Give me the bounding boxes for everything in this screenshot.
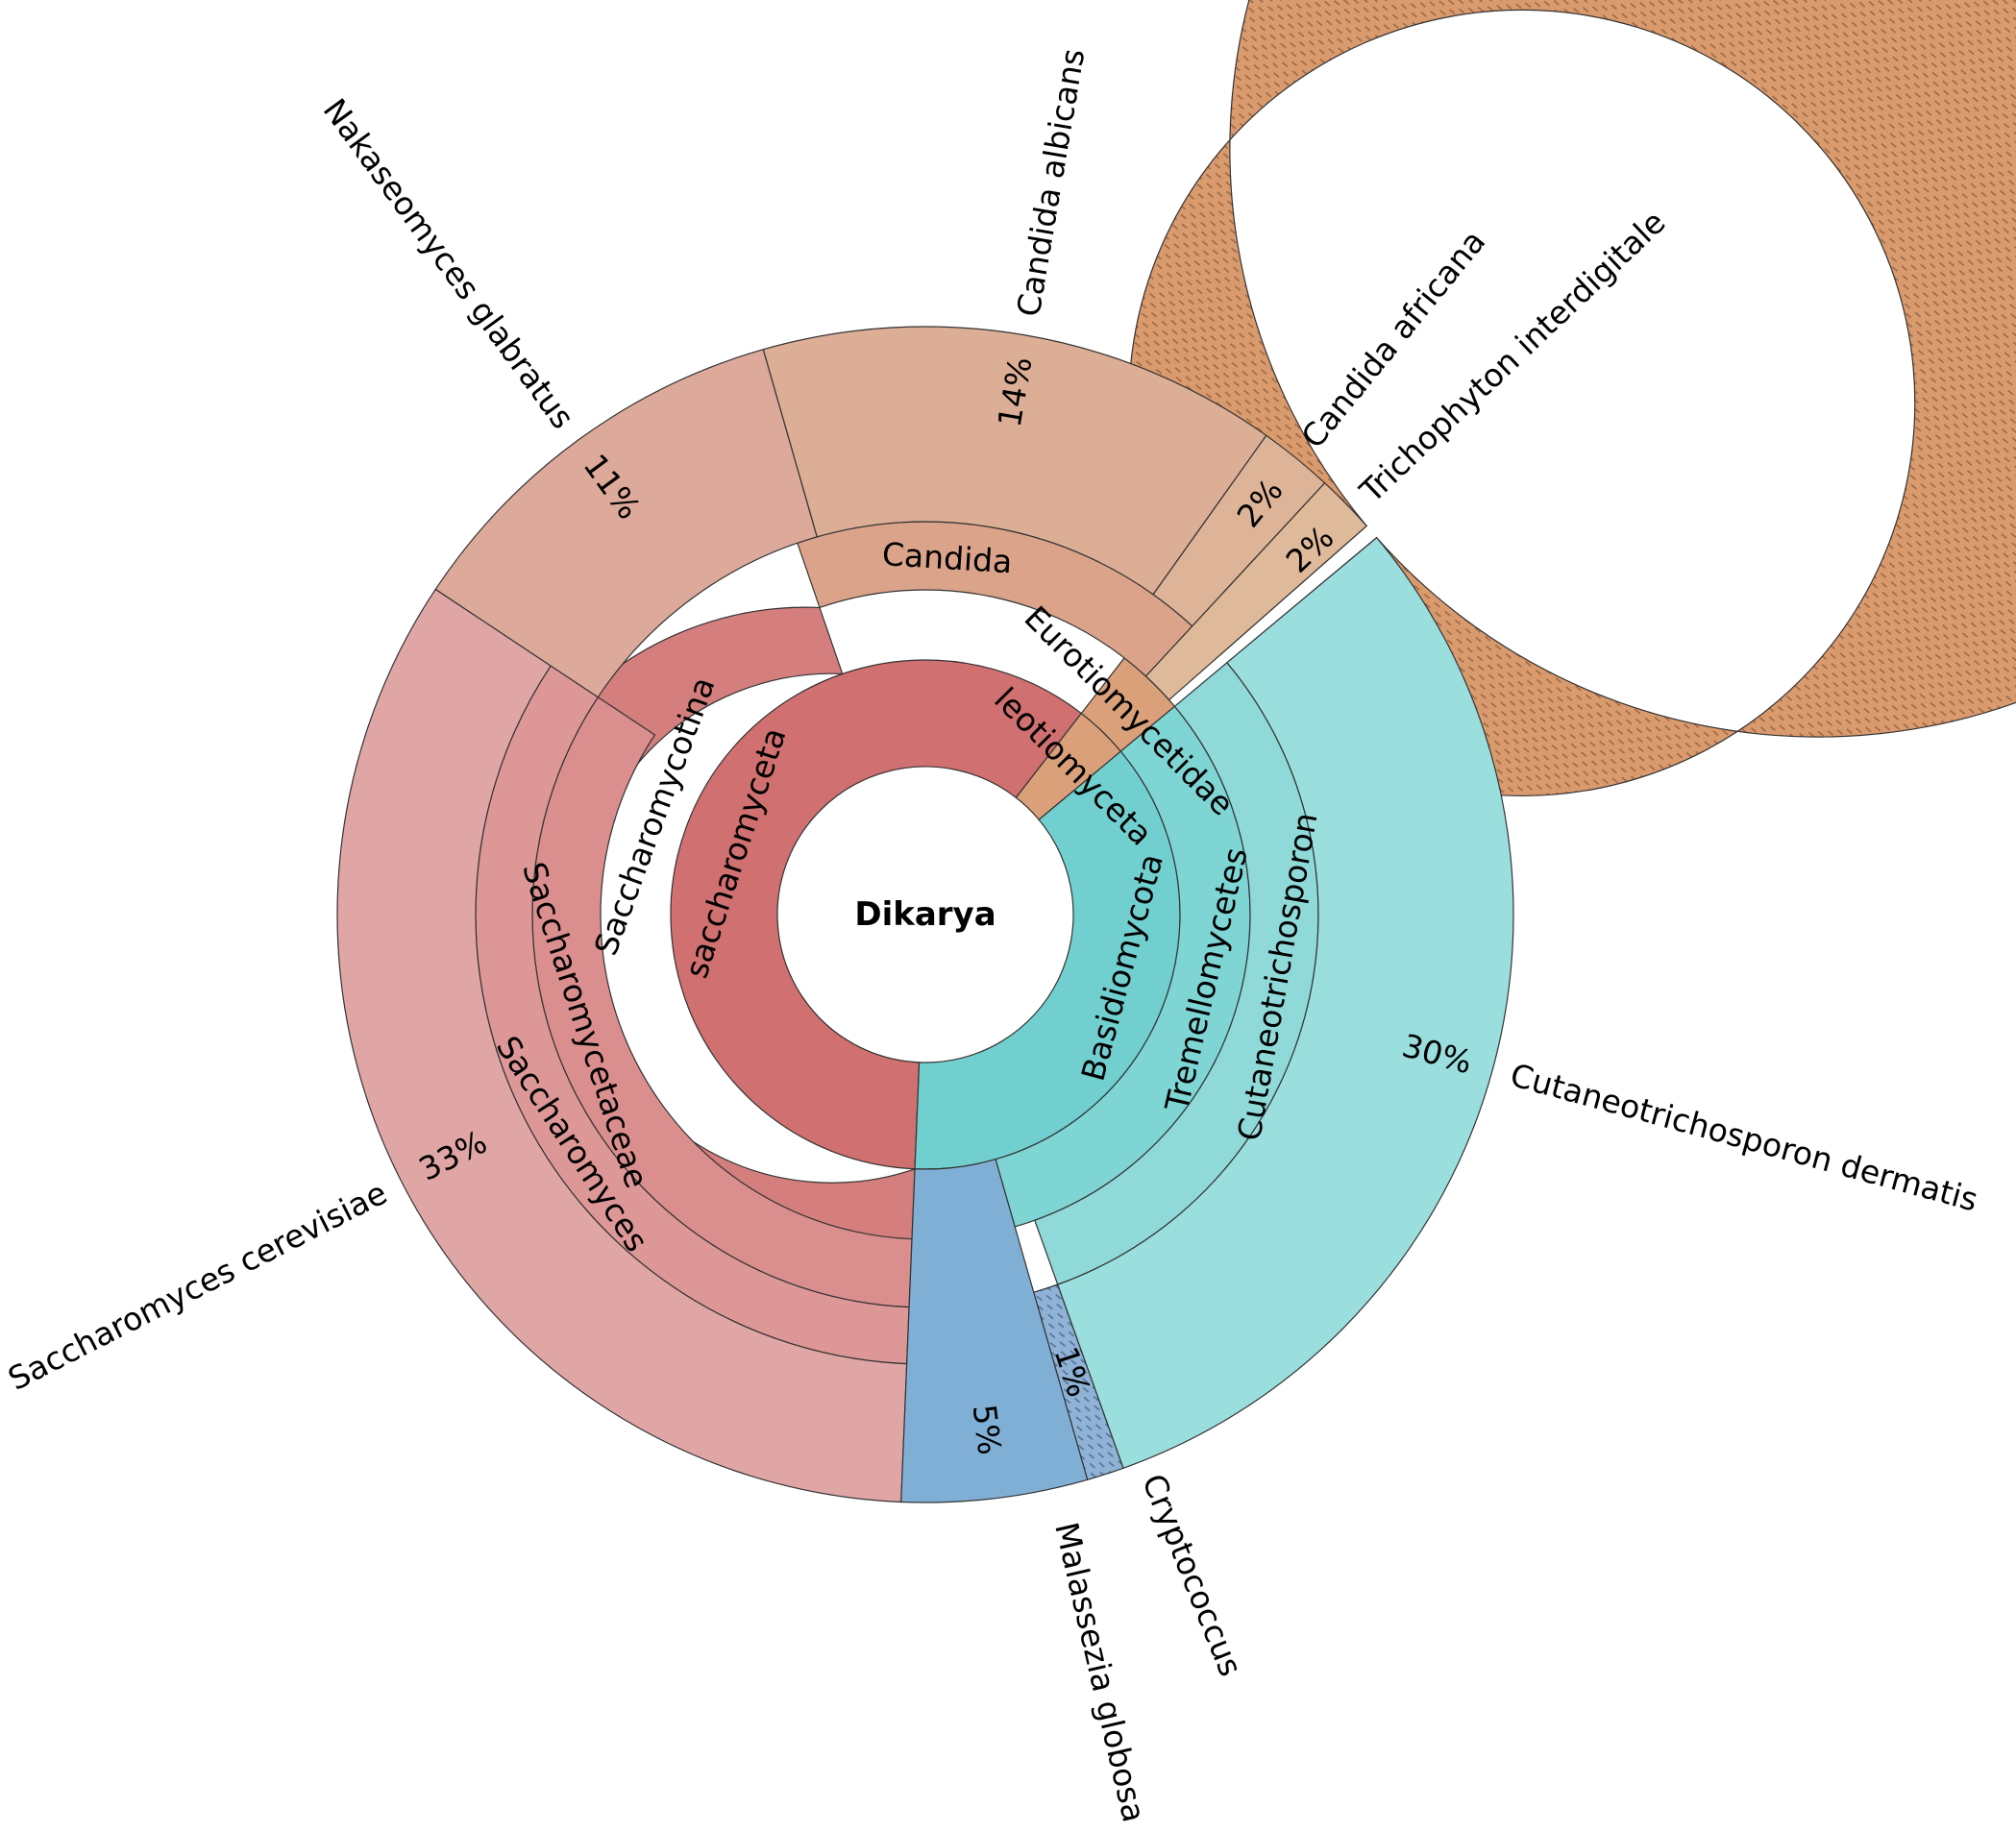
candida-albicans-wedge bbox=[762, 326, 1267, 596]
leaf-name-saccharomyces-cerevisiae: Saccharomyces cerevisiae bbox=[2, 1174, 393, 1398]
label-cryptococcus: Cryptococcus bbox=[1135, 1469, 1250, 1681]
leaf-name-cutaneotrichosporon-dermatis: Cutaneotrichosporon dermatis bbox=[1507, 1056, 1982, 1218]
center-label: Dikarya bbox=[854, 895, 996, 934]
trichophyton-interdigitale-wedge bbox=[1144, 481, 1368, 701]
saccharomyceta-wedge bbox=[670, 659, 1083, 1170]
cutaneotrichosporon-dermatis-wedge bbox=[1056, 536, 1514, 1470]
saccharomyces-cerevisiae-wedge bbox=[336, 588, 908, 1503]
label-malassezia-globosa: Malassezia globosa bbox=[1047, 1519, 1153, 1825]
label-candida: Candida bbox=[881, 535, 1014, 580]
sunburst-wedges bbox=[336, 0, 2016, 1503]
leaf-percent-malassezia-globosa: 5% bbox=[966, 1403, 1009, 1457]
malassezia-globosa-wedge bbox=[900, 1158, 1089, 1503]
leaf-name-candida-albicans: Candida albicans bbox=[1009, 46, 1092, 319]
leaf-name-nakaseomyces-glabratus: Nakaseomyces glabratus bbox=[316, 91, 582, 435]
